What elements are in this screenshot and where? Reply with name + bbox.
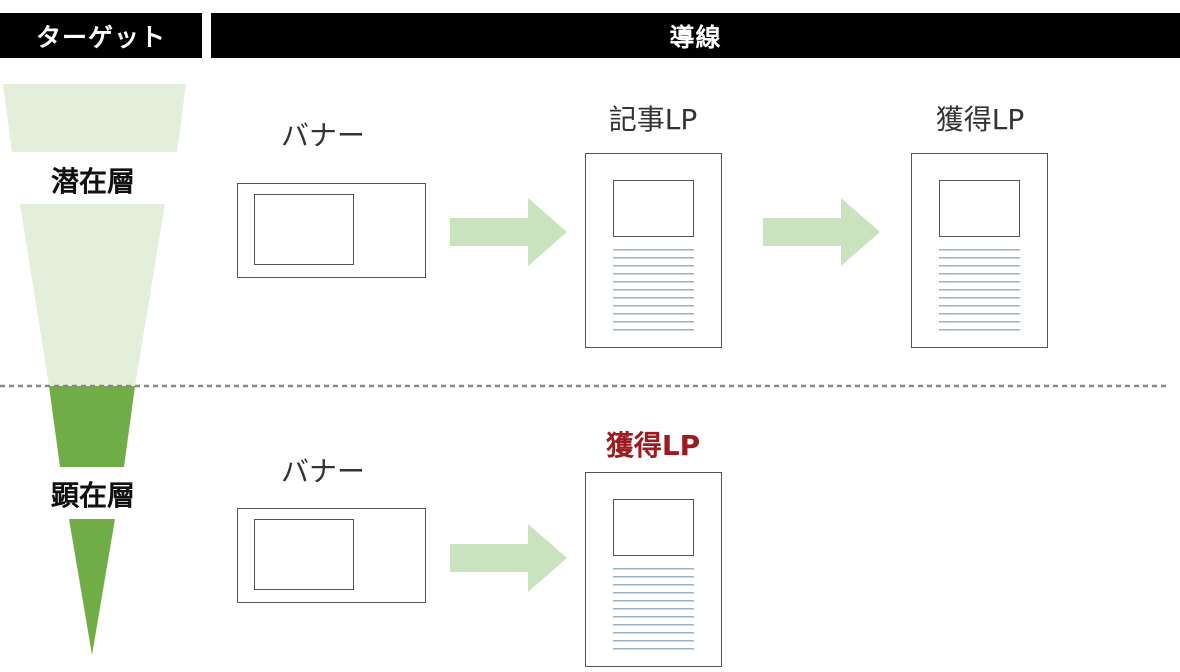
funnel-latent-top: [3, 84, 186, 152]
funnel-latent-bottom: [20, 204, 165, 386]
right-arrow-icon: [763, 198, 880, 266]
landing-page-icon: [911, 153, 1048, 348]
target-header-label: ターゲット: [35, 22, 166, 52]
flow-header-label: 導線: [669, 22, 722, 52]
banner-ad-icon: [237, 183, 426, 278]
page-image-placeholder: [613, 180, 694, 237]
latent-banner-label: バナー: [280, 119, 365, 152]
right-arrow-icon: [450, 198, 567, 266]
page-image-placeholder: [939, 180, 1020, 237]
funnel-manifest-top: [49, 386, 135, 467]
landing-page-icon: [585, 472, 722, 667]
right-arrow-icon: [450, 524, 567, 592]
tier-manifest-label: 顕在層: [50, 479, 135, 512]
tier-latent-label: 潜在層: [50, 165, 135, 198]
latent-acquisition-lp-label: 獲得LP: [935, 103, 1025, 136]
banner-image-placeholder: [254, 194, 354, 265]
target-header: ターゲット: [0, 13, 202, 58]
manifest-acquisition-lp-label: 獲得LP: [605, 429, 701, 462]
funnel-manifest-bottom: [69, 519, 115, 655]
page-text-lines: [939, 249, 1020, 333]
page-text-lines: [613, 249, 694, 333]
page-image-placeholder: [613, 499, 694, 556]
latent-article-lp-label: 記事LP: [608, 103, 698, 136]
landing-page-icon: [585, 153, 722, 348]
banner-image-placeholder: [254, 519, 354, 590]
page-text-lines: [613, 568, 694, 652]
banner-ad-icon: [237, 508, 426, 603]
manifest-banner-label: バナー: [280, 455, 365, 488]
flow-header: 導線: [211, 13, 1180, 58]
